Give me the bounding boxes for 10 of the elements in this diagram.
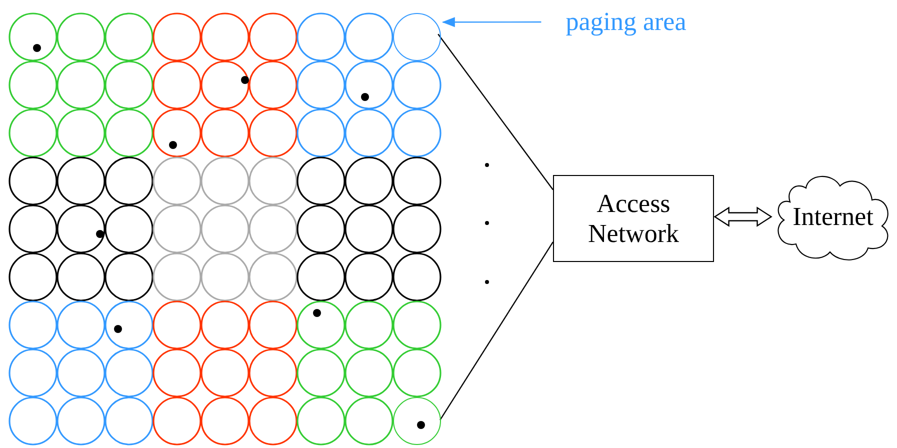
cell-circle [393, 13, 441, 61]
node-label: Access Network [587, 188, 680, 248]
connector-line [440, 242, 554, 420]
cell-circle [393, 397, 441, 445]
network-box [553, 175, 714, 262]
cloud-label: Internet [792, 202, 874, 232]
double-arrow [714, 206, 772, 227]
connector-line [438, 34, 554, 190]
callout-label: paging area [566, 7, 686, 37]
arrow [442, 17, 542, 28]
